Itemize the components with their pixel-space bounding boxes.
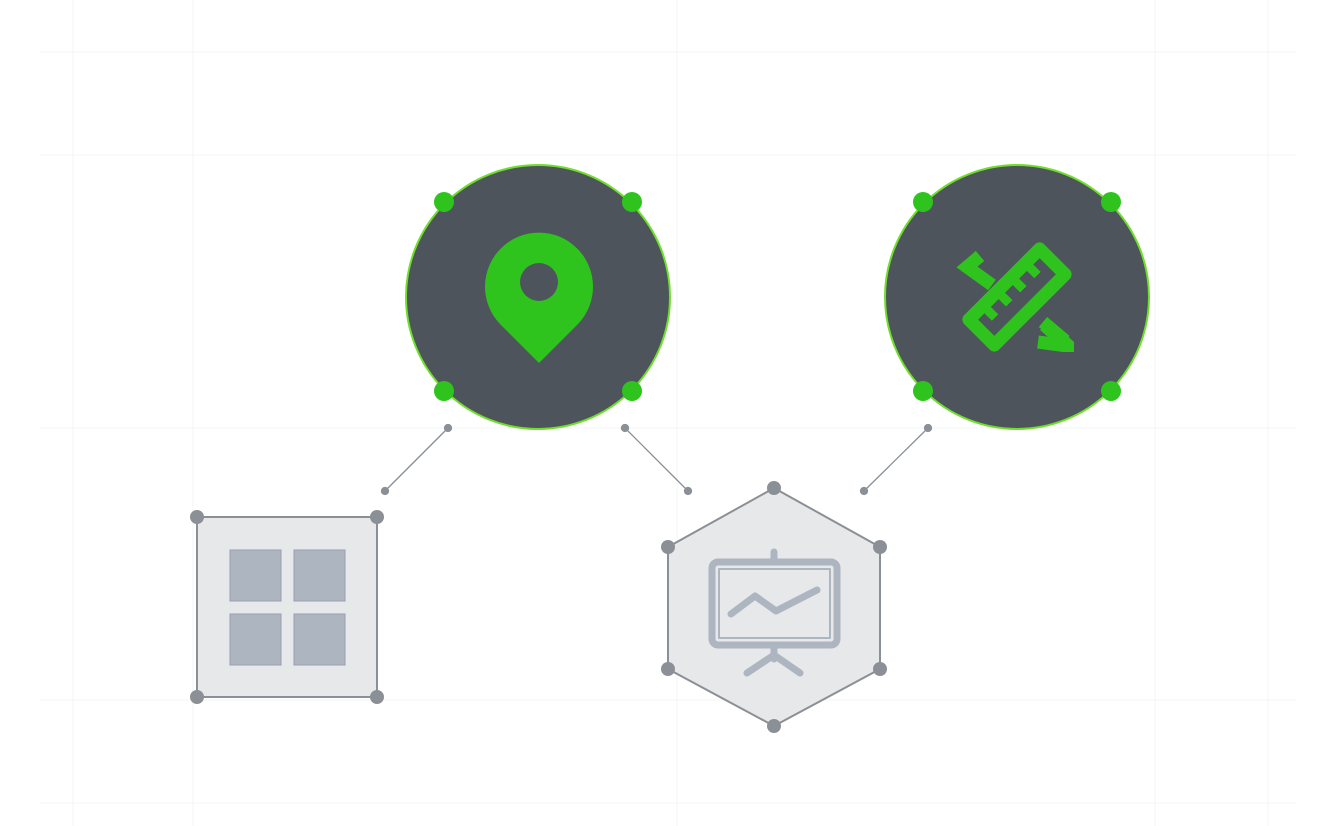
connector-location-presentation[interactable] xyxy=(620,423,693,496)
presentation-chart-icon xyxy=(708,548,841,677)
node-grid[interactable] xyxy=(190,510,384,704)
selection-handles[interactable] xyxy=(913,192,1121,401)
node-design[interactable] xyxy=(884,164,1150,430)
connector-design-presentation[interactable] xyxy=(859,423,933,496)
ruler-pencil-icon xyxy=(956,242,1074,353)
background-grid xyxy=(40,0,1296,826)
grid-icon xyxy=(229,549,346,666)
selection-handles[interactable] xyxy=(434,192,642,401)
vertex-handles[interactable] xyxy=(661,481,887,733)
connector-location-grid[interactable] xyxy=(380,423,453,496)
corner-handles[interactable] xyxy=(190,510,384,704)
map-pin-icon xyxy=(485,232,594,363)
node-presentation[interactable] xyxy=(661,481,887,733)
node-location[interactable] xyxy=(405,164,671,430)
